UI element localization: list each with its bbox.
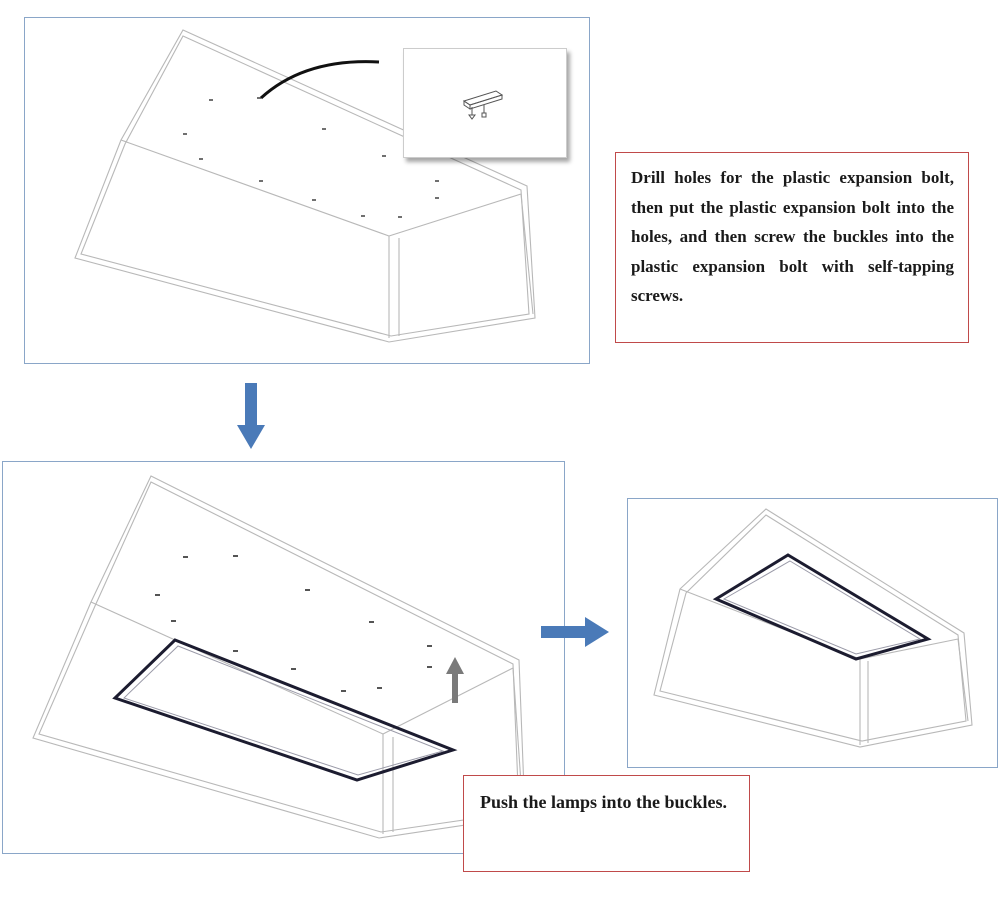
buckle (341, 690, 346, 692)
drill-hole (435, 180, 439, 182)
arrow-down-icon (237, 383, 265, 449)
buckle (369, 621, 374, 623)
drill-hole (199, 158, 203, 160)
drill-hole (322, 128, 326, 130)
buckle (427, 666, 432, 668)
drill-hole (435, 197, 439, 199)
ceiling-outline (32, 475, 526, 839)
lamp-panel (112, 638, 458, 782)
buckles (155, 555, 432, 692)
ceiling-drill-holes-illustration (74, 29, 536, 343)
installed-lamp-illustration (653, 508, 973, 748)
expansion-bolt-callout (403, 48, 567, 158)
step-1-instruction-text: Drill holes for the plastic expansion bo… (631, 168, 954, 305)
buckle (377, 687, 382, 689)
buckle (233, 555, 238, 557)
arrow-up-icon (446, 657, 464, 703)
buckle (427, 645, 432, 647)
buckle (183, 556, 188, 558)
drill-hole (361, 215, 365, 217)
drill-hole (183, 133, 187, 135)
step-1-drill-holes-panel (24, 17, 590, 364)
step-1-instruction-box: Drill holes for the plastic expansion bo… (615, 152, 969, 343)
step-2-instruction-box: Push the lamps into the buckles. (463, 775, 750, 872)
lamp-insertion-illustration (32, 475, 526, 839)
drill-hole (382, 155, 386, 157)
buckle (291, 668, 296, 670)
buckle (171, 620, 176, 622)
arrow-right-icon (541, 617, 609, 647)
drill-hole (398, 216, 402, 218)
drill-hole (257, 97, 261, 99)
drill-hole (209, 99, 213, 101)
buckle (233, 650, 238, 652)
ceiling-outline (653, 508, 973, 748)
callout-pointer (259, 60, 380, 100)
buckle (305, 589, 310, 591)
step-3-installed-lamp-panel (627, 498, 998, 768)
drill-hole (259, 180, 263, 182)
drill-hole (312, 199, 316, 201)
lamp-panel (712, 553, 932, 661)
plastic-expansion-bolt-icon (462, 90, 504, 120)
buckle (155, 594, 160, 596)
ceiling-outline (74, 29, 536, 343)
drill-holes (183, 97, 439, 218)
step-2-instruction-text: Push the lamps into the buckles. (480, 792, 728, 812)
